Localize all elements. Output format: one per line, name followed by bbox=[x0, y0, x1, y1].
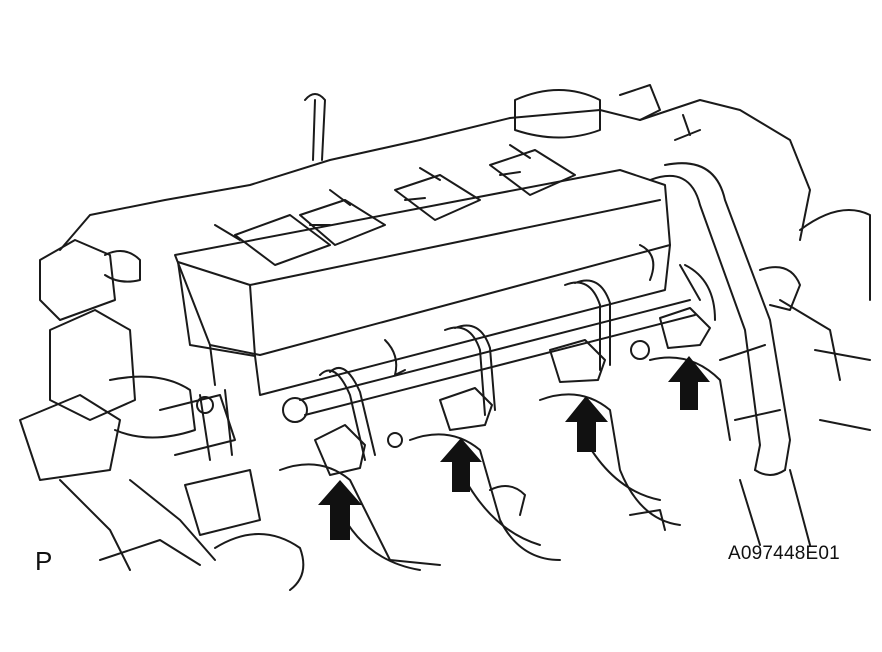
injector-arrow-4 bbox=[668, 356, 710, 410]
view-position-label: P bbox=[35, 546, 53, 576]
oil-filler-cap bbox=[304, 84, 701, 161]
injector-wire-loops bbox=[319, 264, 716, 461]
coolant-hose bbox=[649, 162, 791, 476]
injector-connectors bbox=[314, 307, 711, 476]
fuel-delivery-pipe bbox=[299, 244, 701, 416]
right-engine-components bbox=[739, 209, 871, 546]
injector-arrow-2 bbox=[440, 438, 482, 492]
figure-code-label: A097448E01 bbox=[728, 543, 840, 564]
indicator-arrows bbox=[318, 356, 710, 540]
injector-arrow-1 bbox=[318, 480, 362, 540]
lower-components bbox=[99, 340, 650, 566]
cylinder-head-cover bbox=[59, 99, 811, 396]
injector-arrow-3 bbox=[565, 396, 608, 452]
left-engine-components bbox=[19, 239, 305, 591]
